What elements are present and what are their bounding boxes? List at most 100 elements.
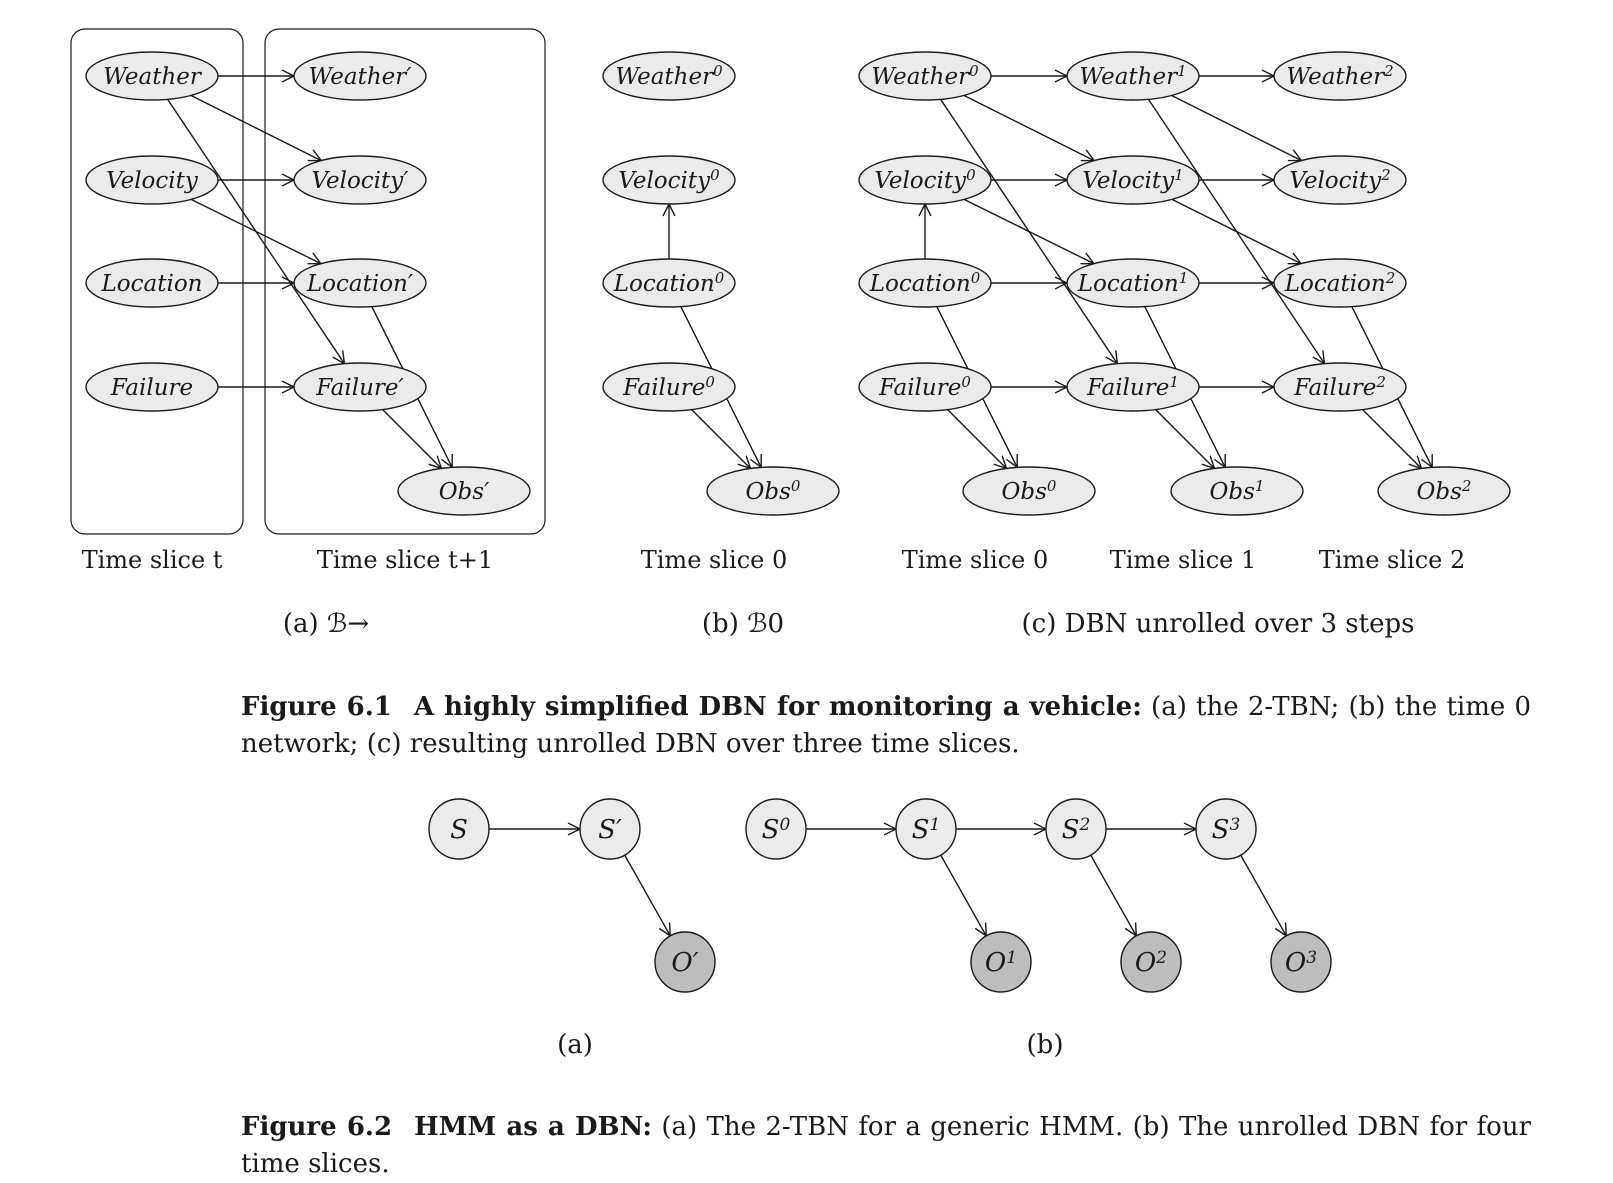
node-c-obs2: Obs2 [1377, 466, 1511, 516]
node-c-weather0: Weather0 [858, 51, 992, 101]
caption-number: Figure 6.1 [241, 692, 392, 722]
caption-text: (a) The 2-TBN for a generic HMM. (b) The… [241, 1112, 1532, 1179]
node-u-s0: S0 [745, 798, 807, 860]
slice-label-c-1: Time slice 1 [1110, 546, 1256, 574]
node-h-o2: O′ [654, 931, 716, 993]
node-label: Velocity2 [1289, 166, 1390, 194]
node-label: S [450, 815, 468, 845]
node-b-velocity: Velocity0 [602, 155, 736, 205]
slice-label-c-2: Time slice 2 [1319, 546, 1465, 574]
node-label: Failure′ [315, 375, 404, 401]
node-label: Velocity0 [618, 166, 720, 194]
node-label: Weather2 [1286, 62, 1393, 90]
edge-u-s1-to-u-o1 [940, 854, 987, 936]
node-a-location2: Location′ [293, 258, 427, 308]
node-h-s2: S′ [579, 798, 641, 860]
edge-b-failure-to-b-obs [691, 409, 751, 469]
node-b-failure: Failure0 [602, 362, 736, 412]
node-label: Location2 [1284, 269, 1396, 297]
node-label: Obs0 [746, 477, 801, 505]
figure-6-2-caption: Figure 6.2 HMM as a DBN: (a) The 2-TBN fo… [241, 1109, 1531, 1183]
node-a-velocity2: Velocity′ [293, 155, 427, 205]
node-u-s1: S1 [895, 798, 957, 860]
node-c-velocity2: Velocity2 [1273, 155, 1407, 205]
slice-label-c-0: Time slice 0 [902, 546, 1048, 574]
slice-label-a-t: Time slice t [82, 546, 223, 574]
edge-a-failure2-to-a-obs2 [382, 409, 442, 469]
edge-c-failure2-to-c-obs2 [1362, 409, 1422, 469]
edge-c-velocity1-to-c-location2 [1171, 198, 1301, 263]
sublabel-fig1-c: (c) DBN unrolled over 3 steps [1022, 609, 1415, 639]
node-c-obs0: Obs0 [962, 466, 1096, 516]
node-label: Location′ [306, 271, 414, 297]
node-b-location: Location0 [602, 258, 736, 308]
node-label: Failure0 [878, 373, 971, 401]
node-b-obs: Obs0 [706, 466, 840, 516]
node-c-velocity0: Velocity0 [858, 155, 992, 205]
caption-number: Figure 6.2 [241, 1112, 393, 1142]
node-c-location0: Location0 [858, 258, 992, 308]
node-label: Weather [103, 64, 203, 90]
node-c-failure1: Failure1 [1066, 362, 1200, 412]
node-c-location2: Location2 [1273, 258, 1407, 308]
node-label: Location0 [869, 269, 981, 297]
sublabel-fig2-a: (a) [557, 1030, 593, 1060]
node-a-velocity: Velocity [85, 155, 219, 205]
node-c-failure0: Failure0 [858, 362, 992, 412]
node-label: O′ [671, 948, 698, 978]
node-label: Velocity [106, 168, 199, 194]
node-label: Weather1 [1079, 62, 1186, 90]
edge-c-velocity0-to-c-location1 [963, 198, 1094, 263]
edge-c-weather0-to-c-velocity1 [963, 94, 1094, 160]
edge-h-s2-to-h-o2 [624, 854, 671, 936]
node-c-velocity1: Velocity1 [1066, 155, 1200, 205]
node-u-s2: S2 [1045, 798, 1107, 860]
node-label: Velocity′ [311, 168, 409, 194]
edge-c-weather1-to-c-velocity2 [1171, 94, 1302, 160]
node-c-weather2: Weather2 [1273, 51, 1407, 101]
node-h-s: S [428, 798, 490, 860]
sublabel-fig2-b: (b) [1027, 1030, 1064, 1060]
node-label: Failure [110, 375, 193, 401]
slice-label-b-0: Time slice 0 [641, 546, 787, 574]
node-label: Weather0 [615, 62, 723, 90]
edge-u-s3-to-u-o3 [1240, 854, 1287, 936]
caption-title: A highly simplified DBN for monitoring a… [413, 692, 1142, 722]
node-c-failure2: Failure2 [1273, 362, 1407, 412]
slice-box-t [70, 28, 244, 535]
caption-title: HMM as a DBN: [414, 1112, 652, 1142]
node-c-obs1: Obs1 [1170, 466, 1304, 516]
node-c-weather1: Weather1 [1066, 51, 1200, 101]
edge-u-s2-to-u-o2 [1090, 854, 1137, 936]
node-label: Failure0 [622, 373, 715, 401]
edge-c-failure1-to-c-obs1 [1155, 409, 1215, 469]
node-label: Velocity0 [874, 166, 976, 194]
node-label: Velocity1 [1082, 166, 1183, 194]
node-label: Location1 [1077, 269, 1189, 297]
slice-label-a-t1: Time slice t+1 [317, 546, 493, 574]
figure-6-1-caption: Figure 6.1 A highly simplified DBN for mo… [241, 689, 1531, 763]
node-label: Failure2 [1293, 373, 1386, 401]
edge-a-velocity-to-a-location2 [190, 198, 321, 263]
node-u-s3: S3 [1195, 798, 1257, 860]
sublabel-fig1-b: (b) ℬ0 [702, 609, 784, 639]
node-label: Weather0 [871, 62, 979, 90]
node-label: S′ [598, 815, 622, 845]
node-label: Failure1 [1086, 373, 1179, 401]
node-a-location: Location [85, 258, 219, 308]
node-a-failure2: Failure′ [293, 362, 427, 412]
node-label: Weather′ [309, 64, 413, 90]
node-a-weather: Weather [85, 51, 219, 101]
slice-box-t-plus-1 [264, 28, 546, 535]
caption-text: (a) the 2-TBN; (b) the time 0 network; (… [241, 692, 1532, 759]
sublabel-fig1-a: (a) ℬ→ [283, 609, 369, 639]
node-label: Obs′ [439, 479, 490, 505]
node-a-failure: Failure [85, 362, 219, 412]
node-c-location1: Location1 [1066, 258, 1200, 308]
edge-a-weather-to-a-velocity2 [190, 94, 321, 160]
node-u-o3: O3 [1270, 931, 1332, 993]
node-u-o2: O2 [1120, 931, 1182, 993]
node-u-o1: O1 [970, 931, 1032, 993]
